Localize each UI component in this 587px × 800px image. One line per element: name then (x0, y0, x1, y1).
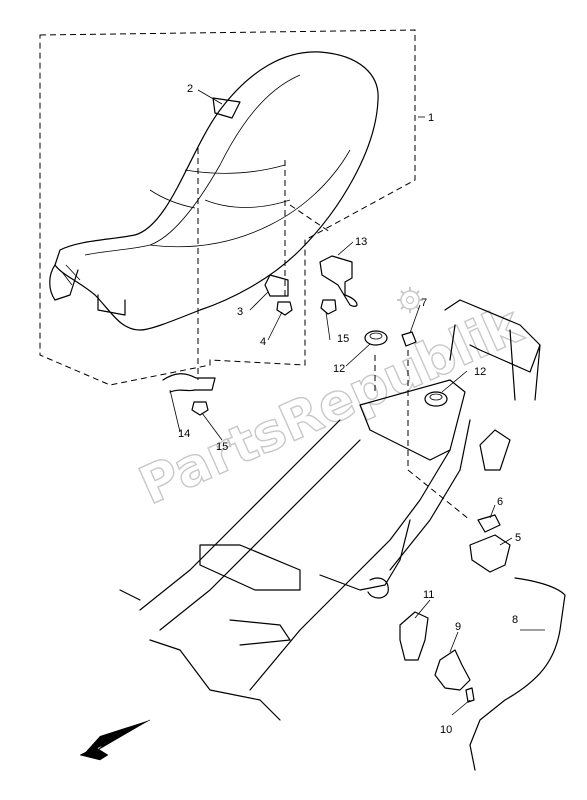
callout-5: 5 (515, 532, 521, 544)
seat-trim (212, 97, 241, 119)
callout-2: 2 (187, 83, 193, 95)
lock-bracket (399, 611, 429, 661)
callout-10: 10 (440, 724, 452, 736)
callout-14: 14 (178, 428, 190, 440)
seat-assembly-boundary (39, 29, 416, 386)
gear-icon (397, 287, 423, 313)
callout-8: 8 (512, 614, 518, 626)
grommet (424, 391, 448, 407)
frame (119, 299, 541, 721)
nut (191, 401, 209, 416)
callout-4: 4 (260, 336, 266, 348)
bolt (401, 331, 417, 347)
callout-13: 13 (355, 236, 367, 248)
seat-bracket (264, 274, 289, 297)
bolt (465, 687, 475, 703)
callout-3: 3 (237, 306, 243, 318)
seat-lock-bracket (319, 255, 358, 307)
lock-lever (434, 649, 471, 691)
callout-6: 6 (497, 496, 503, 508)
watermark-text: PartsRepublik (131, 295, 531, 517)
leader-lines (169, 89, 545, 716)
callout-12a: 12 (333, 363, 345, 375)
front-arrow-icon (79, 719, 151, 761)
cover-plate (477, 514, 501, 533)
callout-labels: 1 2 3 4 5 6 7 8 9 10 11 12 12 13 14 15 1… (178, 83, 521, 736)
callout-11: 11 (423, 589, 434, 601)
nut (276, 301, 293, 316)
seat-lock (469, 534, 511, 573)
nut (320, 299, 337, 315)
callout-15b: 15 (216, 441, 228, 453)
guide-line (289, 204, 331, 233)
callout-7: 7 (421, 297, 427, 309)
callout-9: 9 (455, 621, 461, 633)
guide-line (407, 469, 471, 521)
seat (49, 51, 379, 331)
callout-1: 1 (428, 112, 434, 124)
watermark: PartsRepublik (130, 294, 532, 518)
callout-12b: 12 (474, 366, 486, 378)
grommet (364, 330, 388, 346)
seat-hook (162, 373, 216, 393)
callout-15a: 15 (337, 333, 349, 345)
lock-cable (469, 577, 566, 771)
